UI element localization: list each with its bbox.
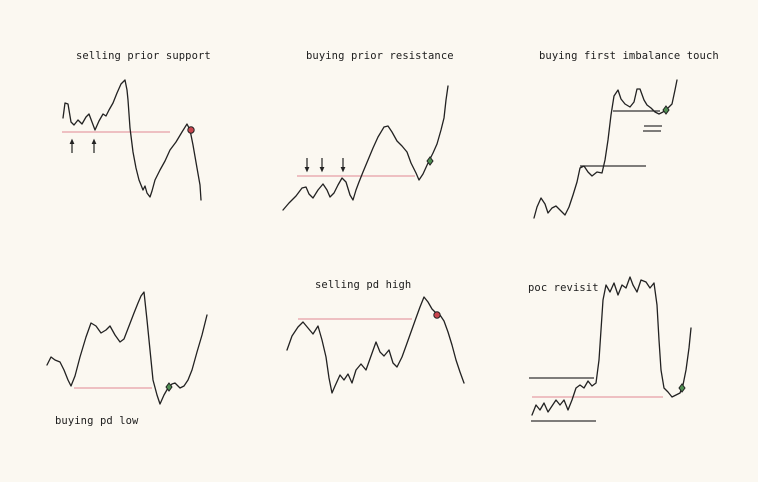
panel-title-selling-pd-high: selling pd high	[315, 279, 412, 291]
panel-selling-pd-high	[286, 296, 465, 394]
panel-poc-revisit	[529, 276, 692, 422]
price-path	[531, 276, 692, 416]
panel-buying-prior-resistance	[282, 85, 449, 211]
panel-title-buying-pd-low: buying pd low	[55, 415, 139, 427]
buy-marker	[678, 383, 686, 393]
buy-marker	[662, 105, 670, 115]
panel-title-buying-first-imbalance-touch: buying first imbalance touch	[539, 50, 719, 62]
sell-marker	[433, 311, 441, 319]
panel-buying-pd-low	[46, 291, 208, 405]
sell-marker	[187, 126, 195, 134]
panel-buying-first-imbalance-touch	[533, 79, 678, 219]
panel-title-selling-prior-support: selling prior support	[76, 50, 211, 62]
buy-marker	[165, 382, 173, 392]
buy-marker	[426, 156, 434, 166]
price-path	[282, 85, 449, 211]
panel-title-buying-prior-resistance: buying prior resistance	[306, 50, 454, 62]
panel-selling-prior-support	[62, 79, 202, 201]
price-path	[46, 291, 208, 405]
price-path	[533, 79, 678, 219]
price-path	[62, 79, 202, 201]
panel-title-poc-revisit: poc revisit	[528, 282, 599, 294]
